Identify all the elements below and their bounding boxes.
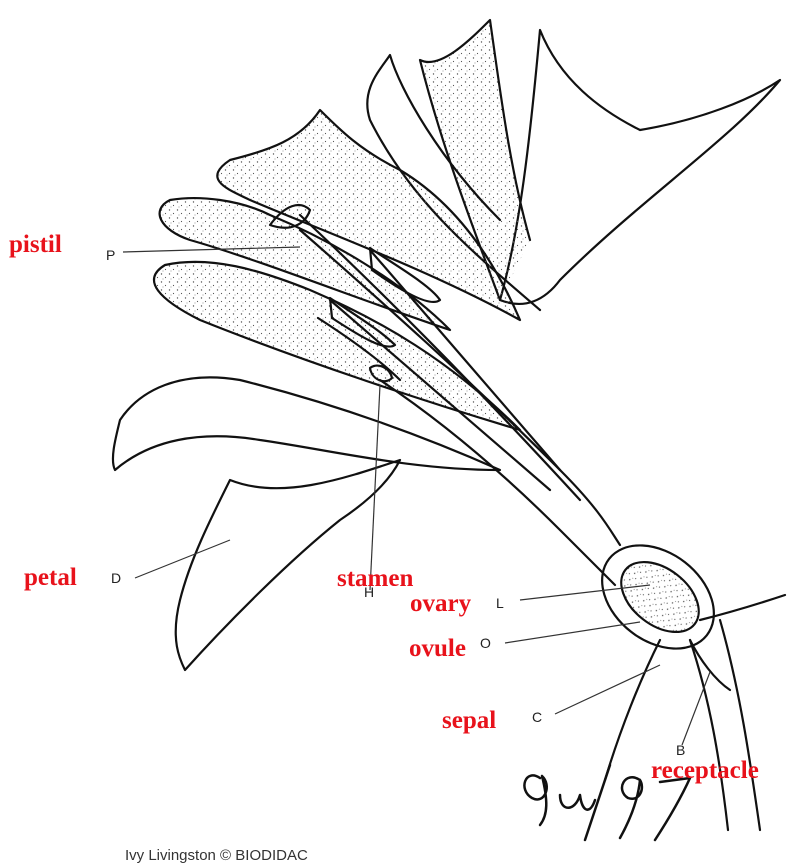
label-pistil: pistil — [9, 232, 62, 257]
leader-receptacle — [682, 672, 710, 745]
leader-petal — [135, 540, 230, 578]
receptacle — [690, 640, 730, 690]
label-receptacle: receptacle — [651, 758, 759, 783]
label-petal: petal — [24, 565, 77, 590]
credit-line: Ivy Livingston © BIODIDAC — [125, 848, 308, 863]
label-ovule: ovule — [409, 636, 466, 661]
label-stamen: stamen — [337, 566, 413, 591]
ovary-locule — [608, 548, 712, 646]
marker-ovary: L — [496, 596, 504, 610]
marker-receptacle: B — [676, 743, 685, 757]
petal-upper-right — [500, 30, 780, 304]
stamen-filament-2 — [330, 300, 550, 490]
marker-pistil: P — [106, 248, 115, 262]
stem — [690, 620, 760, 830]
leader-sepal — [555, 665, 660, 714]
marker-ovule: O — [480, 636, 491, 650]
label-sepal: sepal — [442, 708, 496, 733]
marker-petal: D — [111, 571, 121, 585]
marker-stamen: H — [364, 585, 374, 599]
leader-ovule — [505, 622, 640, 643]
label-ovary: ovary — [410, 591, 471, 616]
marker-sepal: C — [532, 710, 542, 724]
